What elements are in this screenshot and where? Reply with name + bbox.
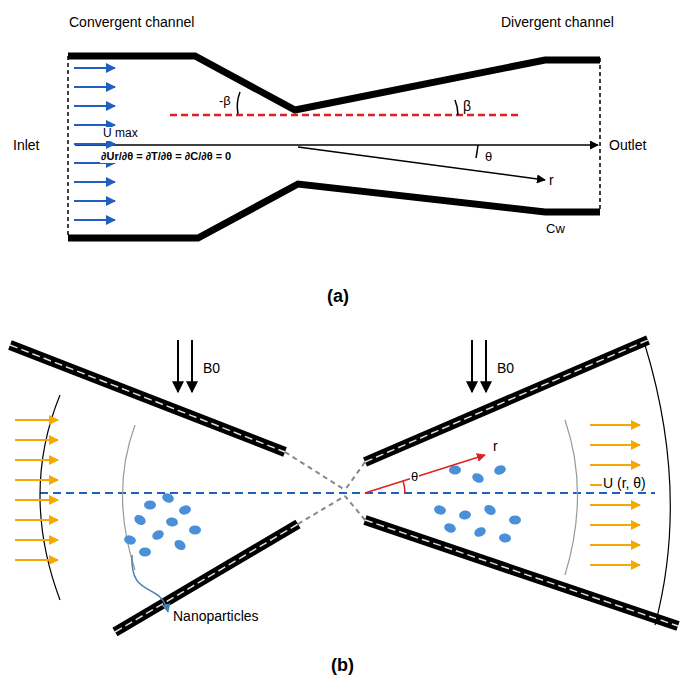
nanoparticle <box>189 526 201 535</box>
figure-label: -β <box>218 94 232 109</box>
nanoparticle <box>498 533 511 544</box>
flow-arrow <box>74 67 115 69</box>
velocity-arrow <box>590 464 640 466</box>
figure-label: r <box>548 172 555 188</box>
figure-label: B0 <box>202 360 221 376</box>
figure-label: θ <box>484 150 493 165</box>
nanoparticle <box>151 528 166 541</box>
flow-arrow <box>74 86 115 88</box>
velocity-arrow <box>590 524 640 526</box>
channel-wall <box>115 524 298 632</box>
figure-label: (b) <box>330 655 355 676</box>
velocity-arrow <box>15 419 58 421</box>
figure-label: Outlet <box>608 137 647 153</box>
velocity-arrow <box>15 439 58 441</box>
figure-label: ∂Ur/∂θ = ∂T/∂θ = ∂C/∂θ = 0 <box>100 150 232 163</box>
nanoparticle <box>178 504 192 516</box>
nanoparticle <box>161 492 175 505</box>
flow-arrow <box>74 105 115 107</box>
figure-label: θ <box>410 470 419 485</box>
flow-arrow <box>74 181 115 183</box>
velocity-arrow <box>15 539 58 541</box>
nanoparticle <box>139 548 151 557</box>
wall-line <box>10 345 285 452</box>
wall-line <box>115 524 298 632</box>
nanoparticle <box>165 517 178 528</box>
figure-label: Divergent channel <box>500 14 615 30</box>
nanoparticle <box>483 503 498 517</box>
flow-arrow <box>74 143 115 145</box>
nanoparticle <box>443 522 457 535</box>
nanoparticle <box>433 504 447 516</box>
flow-arrow <box>74 200 115 202</box>
figure-label: U (r, θ) <box>602 475 647 491</box>
channel-wall <box>365 340 648 462</box>
velocity-arrow <box>590 424 640 426</box>
nanoparticle <box>509 516 521 525</box>
velocity-arrow <box>15 499 58 501</box>
flow-arrow <box>74 124 115 126</box>
figure-label: B0 <box>496 360 515 376</box>
nanoparticle <box>173 538 188 552</box>
nanoparticle <box>133 513 148 527</box>
velocity-arrow <box>590 444 640 446</box>
figure-label: (a) <box>326 286 350 307</box>
nanoparticle <box>144 501 156 510</box>
velocity-arrow <box>590 504 640 506</box>
velocity-arrow <box>15 459 58 461</box>
nanoparticle <box>123 534 137 546</box>
flow-arrow <box>74 219 115 221</box>
nanoparticle <box>458 510 471 521</box>
nanoparticle <box>493 464 507 477</box>
panel-a <box>68 56 600 238</box>
figure-label: β <box>462 98 472 114</box>
nanoparticle <box>449 466 461 475</box>
velocity-arrow <box>15 559 58 561</box>
figure-label: Nanoparticles <box>172 608 260 624</box>
velocity-arrow <box>15 479 58 481</box>
nanoparticle <box>471 471 486 484</box>
channel-wall <box>10 345 285 452</box>
figure-label: U max <box>102 127 139 141</box>
figure-label: Convergent channel <box>68 14 195 30</box>
velocity-arrow <box>15 519 58 521</box>
figure-label: r <box>492 438 499 454</box>
wall-line <box>365 340 648 462</box>
panel-b <box>10 340 678 632</box>
channel-wall <box>365 520 678 626</box>
velocity-arrow <box>590 564 640 566</box>
wall-line <box>365 520 678 626</box>
figure-label: Inlet <box>12 137 40 153</box>
velocity-arrow <box>590 544 640 546</box>
nanoparticle <box>473 525 488 538</box>
figure-label: Cw <box>545 222 566 237</box>
